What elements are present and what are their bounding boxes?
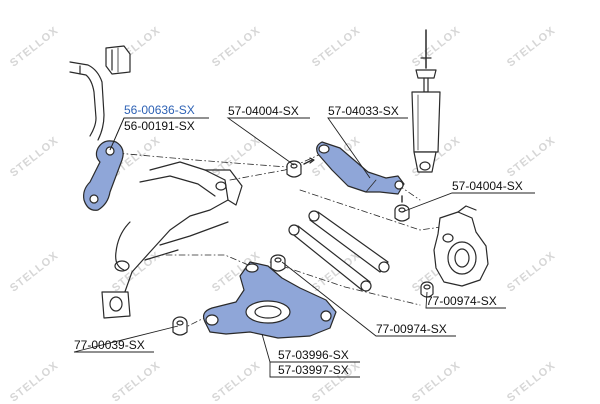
stab-link-part <box>83 140 124 211</box>
subframe <box>101 161 243 319</box>
leader-lines <box>73 117 535 378</box>
wheel-knuckle <box>433 205 489 287</box>
center-bushing-part <box>270 254 286 272</box>
shock-absorber <box>411 29 441 173</box>
bushing-upper-right-part <box>394 195 410 222</box>
callout-lower-bushing[interactable]: 77-00039-SX <box>74 338 145 352</box>
upper-arm-part <box>316 141 405 195</box>
callout-center-bushing[interactable]: 77-00974-SX <box>376 322 447 336</box>
bushing-upper-left-part <box>286 157 315 178</box>
callout-stab-link[interactable]: 56-00191-SX <box>124 119 195 133</box>
stab-bushing-part <box>105 45 131 75</box>
callout-lower-arm-left[interactable]: 57-03996-SX <box>278 348 349 362</box>
lateral-links <box>288 210 390 292</box>
callout-lower-arm-right[interactable]: 57-03997-SX <box>278 363 349 377</box>
callout-knuckle-bushing[interactable]: 77-00974-SX <box>426 294 497 308</box>
callout-bushing-upper-left[interactable]: 57-04004-SX <box>228 104 299 118</box>
lower-arm-part <box>202 261 337 339</box>
stabilizer-bar <box>69 61 105 141</box>
callout-stab-link-bushing[interactable]: 56-00636-SX <box>124 103 195 117</box>
callout-bushing-upper-right[interactable]: 57-04004-SX <box>452 179 523 193</box>
lower-bushing-part <box>172 316 188 336</box>
callout-upper-arm[interactable]: 57-04033-SX <box>328 104 399 118</box>
